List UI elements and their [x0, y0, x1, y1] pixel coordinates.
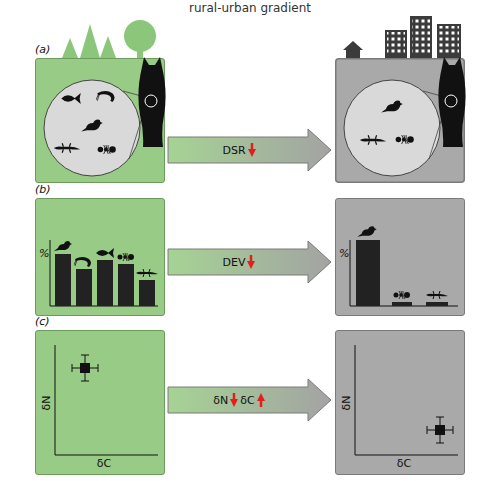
diet-circle: [44, 80, 140, 176]
lizard-prey: [54, 143, 80, 153]
pigeon-prey: [381, 101, 403, 113]
panel-heading: (a): [35, 43, 50, 56]
trend-arrow: [247, 255, 255, 269]
chart-axis: [350, 240, 458, 306]
house: [346, 50, 360, 58]
ant-prey: [396, 135, 414, 144]
diet-bar: [76, 269, 92, 306]
panel-heading: (c): [35, 315, 50, 328]
gradient-arrow: DEV: [168, 240, 332, 284]
diet-bar: [356, 240, 380, 306]
chart-axis: [55, 345, 158, 455]
error-bar: [72, 355, 98, 381]
arrow-label-row: δN δC: [168, 378, 312, 422]
arrow-label: δN: [213, 394, 228, 407]
habitat-panel: (c)δNδC: [35, 330, 165, 475]
trend-arrow-shaft: [250, 143, 253, 150]
arrow-label-row: DEV: [168, 240, 312, 284]
zoom-line: [423, 91, 445, 97]
diet-bar: [97, 260, 113, 306]
arrow-label: DEV: [223, 256, 246, 269]
gradient-arrow: δN δC: [168, 378, 332, 422]
trend-arrow: [248, 143, 256, 157]
diet-bar: [55, 254, 71, 306]
building: [437, 24, 461, 58]
axis-label: δN: [40, 396, 53, 411]
zoom-line: [129, 105, 146, 159]
lizard-prey: [426, 291, 448, 299]
trend-arrow-head: [247, 261, 255, 269]
pine-tree: [100, 36, 116, 58]
building-windows: [387, 32, 405, 54]
owl-silhouette: [438, 57, 465, 147]
trend-arrow-shaft: [250, 255, 253, 262]
ant-prey: [394, 291, 411, 299]
diet-bar: [118, 264, 134, 306]
trend-arrow-head: [257, 393, 265, 401]
trend-arrow: [257, 393, 265, 407]
lizard-prey: [136, 269, 158, 277]
zoom-ring: [145, 95, 157, 107]
shrimp-prey: [96, 91, 114, 102]
pigeon-prey: [54, 241, 72, 251]
urban-panel: [336, 59, 465, 183]
trend-arrow-shaft: [233, 393, 236, 400]
pigeon-prey: [357, 226, 376, 237]
panel-heading: (b): [35, 183, 51, 196]
pine-tree: [62, 38, 78, 58]
arrow-shape: [168, 379, 331, 421]
ant-prey: [98, 145, 116, 154]
error-bar: [427, 417, 453, 443]
diet-bar: [426, 302, 448, 306]
zoom-ring: [445, 95, 457, 107]
arrow-label-row: DSR: [168, 128, 312, 172]
round-tree: [124, 20, 156, 52]
axis-label: δN: [340, 396, 353, 411]
chart-axis: [355, 345, 458, 455]
trend-arrow-head: [230, 399, 238, 407]
fish-prey: [96, 248, 114, 258]
diet-bar: [139, 280, 155, 306]
building-windows: [412, 18, 430, 54]
building: [410, 16, 432, 58]
arrow-label: δC: [240, 394, 254, 407]
isotope-mean: [80, 363, 90, 373]
trend-arrow: [230, 393, 238, 407]
axis-label: %: [339, 247, 349, 260]
ant-prey: [118, 253, 135, 261]
axis-label: δC: [397, 457, 411, 470]
arrow-shape: [168, 129, 331, 171]
habitat-panel: %: [335, 198, 465, 316]
tree-trunk: [137, 48, 143, 58]
zoom-line: [429, 105, 446, 159]
zoom-line: [123, 91, 145, 97]
trend-arrow-head: [248, 149, 256, 157]
fish-prey: [61, 93, 81, 104]
chart-axis: [50, 240, 158, 306]
house-roof: [343, 41, 363, 50]
isotope-mean: [435, 425, 445, 435]
gradient-arrow: DSR: [168, 128, 332, 172]
owl-silhouette: [138, 57, 165, 147]
habitat-panel: (b)%: [35, 198, 165, 316]
figure-title: rural-urban gradient: [0, 1, 500, 15]
axis-label: %: [39, 247, 49, 260]
diet-circle: [344, 80, 440, 176]
shrimp-prey: [74, 257, 91, 267]
axis-label: δC: [97, 457, 111, 470]
habitat-panel: (a): [35, 58, 165, 183]
pigeon-prey: [81, 120, 103, 132]
arrow-label: DSR: [222, 144, 245, 157]
building: [385, 30, 407, 58]
trend-arrow-shaft: [259, 400, 262, 407]
lizard-prey: [360, 135, 386, 145]
building-windows: [439, 26, 459, 54]
diet-bar: [392, 302, 412, 306]
habitat-panel: δN δC: [335, 330, 465, 475]
pine-tree: [80, 24, 100, 58]
arrow-shape: [168, 241, 331, 283]
